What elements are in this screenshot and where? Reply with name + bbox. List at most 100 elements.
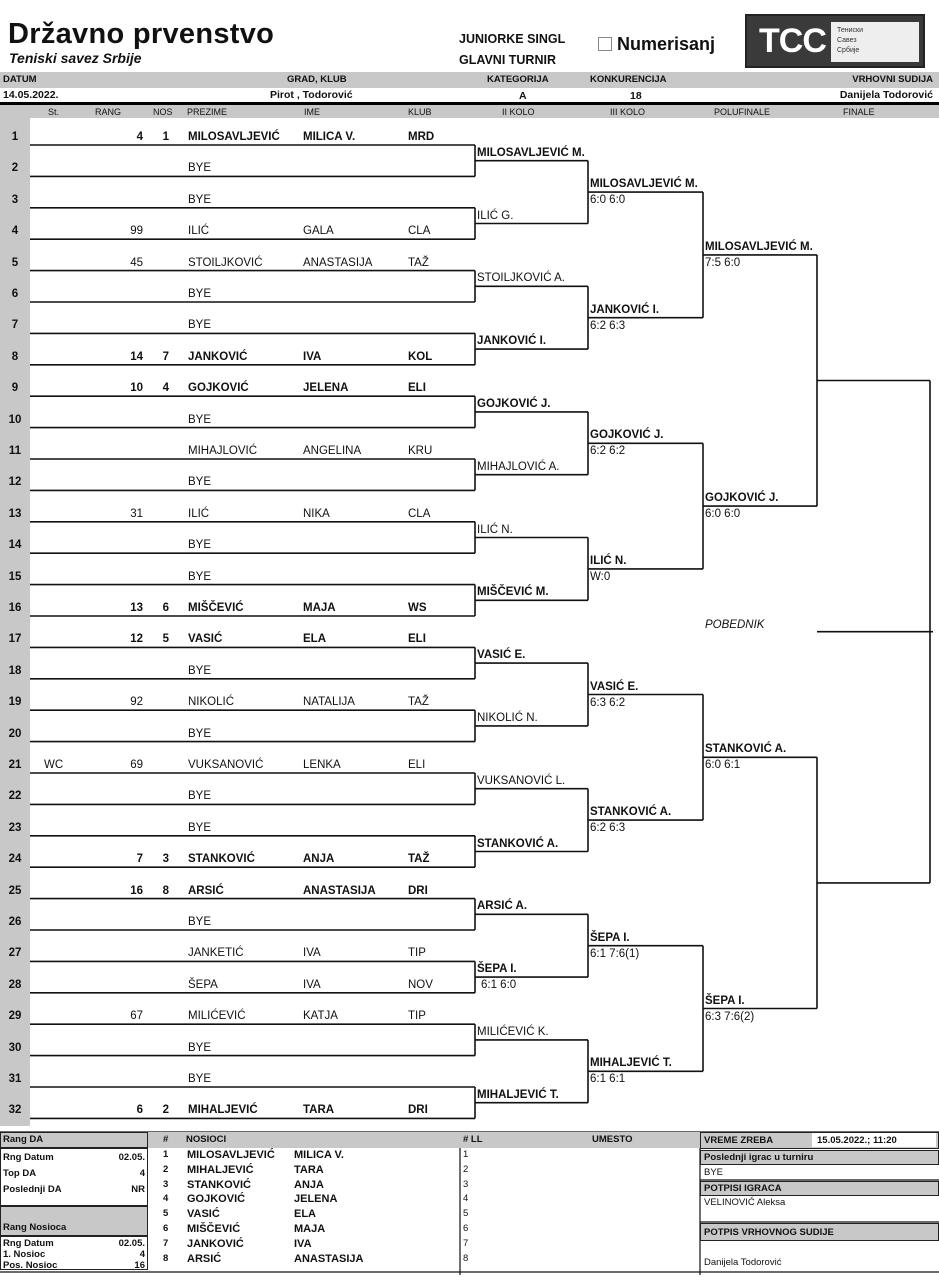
player-seed: 4 — [162, 382, 169, 395]
round-2-winner: ILIĆ G. — [477, 209, 514, 222]
draw-line-number: 22 — [8, 790, 22, 803]
player-club: TIP — [408, 947, 426, 960]
player-sign-label: POTPISI IGRACA — [704, 1183, 782, 1194]
rang-nosioca-box — [0, 1236, 148, 1270]
round-2-winner: MILIĆEVIĆ K. — [477, 1025, 549, 1038]
player-name: ELA — [303, 633, 326, 646]
col-r3: III KOLO — [610, 107, 646, 117]
draw-line-number: 21 — [8, 759, 22, 771]
round-3-score: 6:2 6:3 — [590, 319, 626, 332]
player-name: NATALIJA — [303, 696, 355, 709]
seed-name: TARA — [294, 1163, 324, 1176]
draw-line-number: 15 — [8, 570, 22, 583]
player-club: CLA — [408, 225, 431, 238]
player-surname: BYE — [188, 288, 212, 300]
player-seed: 7 — [162, 350, 169, 363]
player-name: MILICA V. — [303, 131, 356, 143]
rang-nosioca-value: 16 — [134, 1260, 145, 1271]
draw-line-number: 29 — [8, 1010, 22, 1023]
round-4-score: 6:3 7:6(2) — [705, 1010, 755, 1023]
round-2-winner: MILOSAVLJEVIĆ M. — [477, 146, 585, 159]
round-4-winner: STANKOVIĆ A. — [705, 743, 787, 756]
umesto-header: UMESTO — [592, 1134, 633, 1145]
col-st: St. — [48, 107, 60, 117]
player-seed: 8 — [162, 884, 169, 897]
round-2-score: 6:1 6:0 — [481, 979, 517, 992]
round-4-score: 6:0 6:1 — [705, 759, 741, 772]
player-rank: 6 — [136, 1104, 143, 1117]
draw-line-number: 9 — [11, 382, 19, 395]
player-club: MRD — [408, 131, 435, 143]
seed-surname: GOJKOVIĆ — [187, 1193, 246, 1206]
player-name: ANJA — [303, 853, 335, 866]
player-surname: BYE — [188, 1073, 212, 1085]
round-2-winner: MIŠČEVIĆ M. — [477, 586, 549, 599]
col-rang: RANG — [95, 107, 122, 117]
player-name: IVA — [303, 947, 321, 960]
label-datum: DATUM — [3, 74, 37, 85]
seed-surname: MILOSAVLJEVIĆ — [187, 1149, 275, 1161]
player-seed: 3 — [162, 853, 169, 866]
divider — [0, 102, 939, 105]
player-club: TAŽ — [408, 696, 429, 709]
player-name: TARA — [303, 1104, 335, 1117]
player-club: CLA — [408, 507, 431, 520]
numerisanj-label: Numerisanj — [617, 34, 716, 54]
round-3-winner: ŠEPA I. — [590, 931, 630, 944]
draw-line-number: 25 — [8, 884, 22, 897]
label-sudija: VRHOVNI SUDIJA — [852, 74, 933, 85]
round-3-score: 6:2 6:3 — [590, 822, 626, 835]
player-surname: BYE — [188, 539, 212, 552]
player-rank: 12 — [130, 633, 143, 646]
draw-line-number: 2 — [11, 162, 19, 175]
round-3-winner: JANKOVIĆ I. — [590, 303, 660, 316]
player-surname: BYE — [188, 319, 212, 332]
draw-time-label: VREME ZREBA — [704, 1135, 774, 1146]
round-4-score: 6:0 6:0 — [705, 508, 741, 521]
rang-nosioca-label: 1. Nosioc — [3, 1249, 46, 1260]
player-surname: BYE — [188, 790, 212, 803]
player-surname: JANKETIĆ — [188, 947, 244, 960]
round-2-winner: ILIĆ N. — [477, 523, 513, 536]
rang-nosioca-title: Rang Nosioca — [3, 1222, 67, 1233]
seed-number: 3 — [163, 1178, 169, 1190]
draw-line-number: 5 — [11, 256, 19, 269]
player-seed: 2 — [162, 1104, 169, 1117]
seed-name: ELA — [294, 1208, 316, 1221]
player-club: DRI — [408, 884, 428, 897]
player-surname: BYE — [188, 821, 212, 834]
rang-da-value: 02.05. — [118, 1152, 145, 1163]
round-2-winner: VASIĆ E. — [477, 649, 526, 662]
winner-label: POBEDNIK — [705, 619, 765, 631]
draw-line-number: 19 — [8, 696, 22, 709]
player-club: ELI — [408, 382, 426, 395]
player-club: TIP — [408, 1010, 426, 1023]
ll-number: 2 — [463, 1163, 469, 1175]
rang-da-label: Rng Datum — [3, 1152, 54, 1163]
player-name: MAJA — [303, 602, 336, 614]
player-name: LENKA — [303, 759, 341, 771]
col-ime: IME — [304, 107, 321, 117]
draw-line-number: 12 — [8, 476, 22, 489]
label-konkurencija: KONKURENCIJA — [590, 74, 667, 85]
player-surname: ILIĆ — [188, 225, 210, 238]
player-surname: BYE — [188, 570, 212, 583]
player-rank: 14 — [130, 350, 143, 363]
numerisanj-checkbox[interactable] — [598, 37, 612, 51]
value-konkurencija: 18 — [630, 90, 642, 102]
seed-number: 8 — [163, 1252, 169, 1264]
ll-number: 4 — [463, 1193, 469, 1205]
label-grad: GRAD, KLUB — [287, 74, 347, 85]
player-surname: BYE — [188, 664, 212, 677]
player-rank: 4 — [136, 131, 143, 143]
value-kategorija: A — [519, 90, 527, 102]
value-grad: Pirot , Todorović — [270, 89, 353, 101]
player-club: ELI — [408, 759, 426, 771]
seed-surname: ARSIĆ — [187, 1252, 222, 1265]
rang-da-value: 4 — [139, 1168, 145, 1179]
round-3-winner: MIHALJEVIĆ T. — [590, 1057, 672, 1070]
player-rank: 16 — [130, 884, 143, 897]
seed-number: 2 — [163, 1163, 169, 1175]
player-surname: VASIĆ — [188, 633, 223, 646]
